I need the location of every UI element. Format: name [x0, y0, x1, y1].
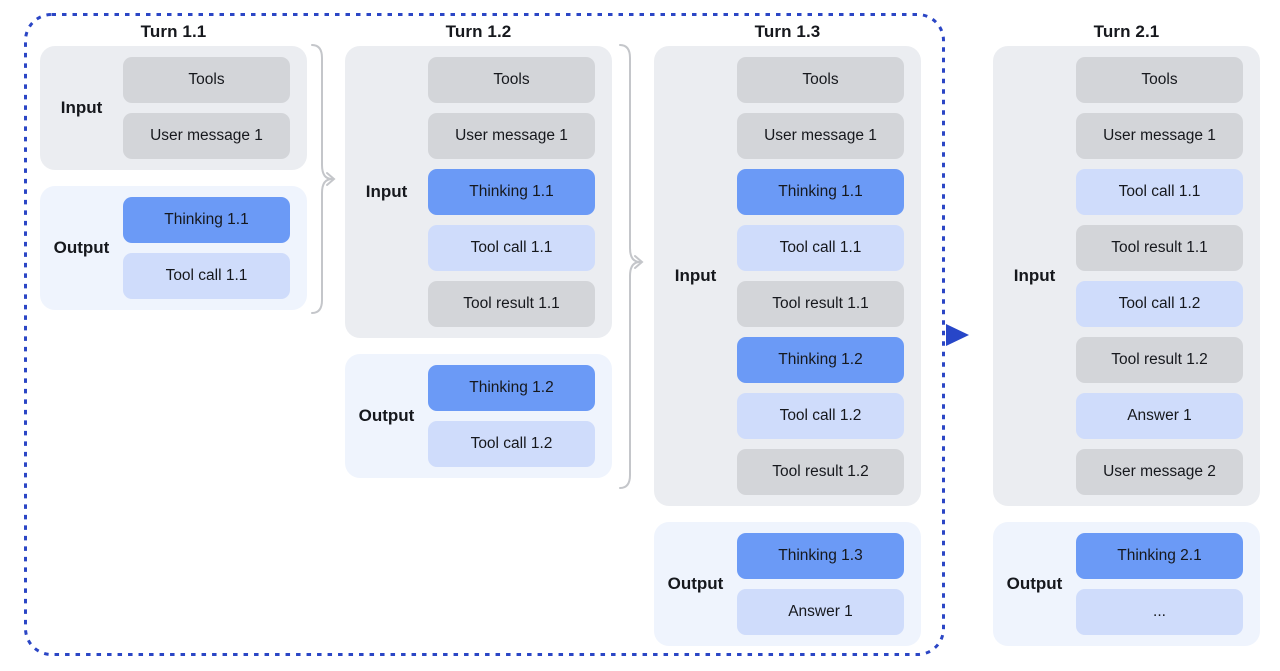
block-tools: Tools	[1076, 57, 1243, 103]
block-user-message-1: User message 1	[1076, 113, 1243, 159]
block-thinking-1-1: Thinking 1.1	[428, 169, 595, 215]
block-tool-call-1-1: Tool call 1.1	[737, 225, 904, 271]
input-label: Input	[1013, 266, 1056, 285]
block-answer-1: Answer 1	[737, 589, 904, 635]
block-tool-call-1-1: Tool call 1.1	[1076, 169, 1243, 215]
block-tool-call-1-2: Tool call 1.2	[428, 421, 595, 467]
block-user-message-2: User message 2	[1076, 449, 1243, 495]
merge-bracket-2-icon	[619, 44, 644, 489]
output-label: Output	[53, 238, 110, 257]
block-user-message-1: User message 1	[123, 113, 290, 159]
turn-title: Turn 1.2	[445, 22, 512, 41]
block-thinking-1-2: Thinking 1.2	[428, 365, 595, 411]
block-tool-call-1-2: Tool call 1.2	[737, 393, 904, 439]
block-thinking-1-2: Thinking 1.2	[737, 337, 904, 383]
block-thinking-1-1: Thinking 1.1	[123, 197, 290, 243]
block-tool-call-1-1: Tool call 1.1	[428, 225, 595, 271]
block-thinking-1-3: Thinking 1.3	[737, 533, 904, 579]
block-user-message-1: User message 1	[428, 113, 595, 159]
turn-title: Turn 1.1	[140, 22, 207, 41]
next-turn-arrow-icon	[946, 324, 969, 346]
block-tool-result-1-1: Tool result 1.1	[737, 281, 904, 327]
block-tools: Tools	[737, 57, 904, 103]
input-label: Input	[365, 182, 408, 201]
output-label: Output	[667, 574, 724, 593]
turn-title: Turn 2.1	[1093, 22, 1160, 41]
block-answer-1: Answer 1	[1076, 393, 1243, 439]
block-tools: Tools	[428, 57, 595, 103]
block-tool-call-1-2: Tool call 1.2	[1076, 281, 1243, 327]
turn-group-dashed-outline	[24, 13, 945, 656]
block-ellipsis: ...	[1076, 589, 1243, 635]
input-label: Input	[60, 98, 103, 117]
block-tool-result-1-1: Tool result 1.1	[428, 281, 595, 327]
block-user-message-1: User message 1	[737, 113, 904, 159]
output-label: Output	[1006, 574, 1063, 593]
block-thinking-1-1: Thinking 1.1	[737, 169, 904, 215]
block-thinking-2-1: Thinking 2.1	[1076, 533, 1243, 579]
output-label: Output	[358, 406, 415, 425]
block-tool-call-1-1: Tool call 1.1	[123, 253, 290, 299]
turn-title: Turn 1.3	[754, 22, 821, 41]
block-tool-result-1-2: Tool result 1.2	[1076, 337, 1243, 383]
input-label: Input	[674, 266, 717, 285]
block-tool-result-1-1: Tool result 1.1	[1076, 225, 1243, 271]
block-tool-result-1-2: Tool result 1.2	[737, 449, 904, 495]
output-panel: Output Thinking 2.1...	[993, 522, 1260, 646]
block-tools: Tools	[123, 57, 290, 103]
merge-bracket-1-icon	[311, 44, 336, 314]
